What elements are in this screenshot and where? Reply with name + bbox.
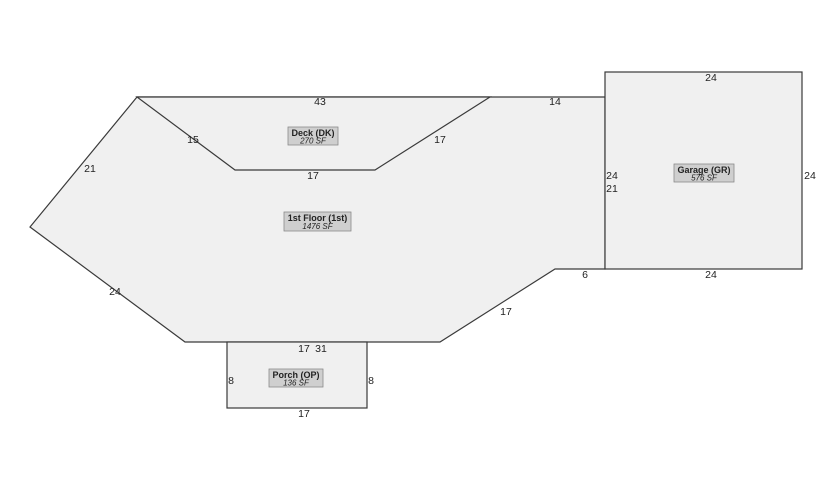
- garage-name: Garage (GR): [677, 165, 730, 175]
- dim-first-lower-right: 17: [500, 306, 512, 318]
- dim-porch-right: 8: [368, 375, 374, 387]
- dim-first-top-right: 14: [549, 96, 561, 108]
- deck-label: Deck (DK) 270 SF: [287, 126, 339, 146]
- dim-deck-left: 15: [187, 134, 199, 146]
- dim-garage-right: 24: [804, 170, 816, 182]
- dim-first-top-left: 43: [314, 96, 326, 108]
- garage-label: Garage (GR) 576 SF: [673, 163, 735, 183]
- dim-porch-bottom: 17: [298, 408, 310, 420]
- dim-first-lower-left: 24: [109, 286, 121, 298]
- dim-first-right-wall: 21: [606, 183, 618, 195]
- dim-first-bottom-right: 31: [315, 343, 327, 355]
- first-floor-sf: 1476 SF: [302, 222, 333, 231]
- porch-sf: 136 SF: [283, 379, 310, 388]
- dim-deck-bottom: 17: [307, 170, 319, 182]
- garage-sf: 576 SF: [691, 174, 718, 183]
- porch-label: Porch (OP) 136 SF: [268, 368, 324, 388]
- dim-garage-bottom: 24: [705, 269, 717, 281]
- dim-garage-left: 24: [606, 170, 618, 182]
- dim-first-right-step: 6: [582, 269, 588, 281]
- deck-sf: 270 SF: [299, 137, 327, 146]
- dim-porch-left: 8: [228, 375, 234, 387]
- dim-first-bottom-left: 17: [298, 343, 310, 355]
- porch-name: Porch (OP): [272, 370, 319, 380]
- deck-name: Deck (DK): [291, 128, 334, 138]
- dim-first-upper-left: 21: [84, 163, 96, 175]
- dim-deck-right: 17: [434, 134, 446, 146]
- first-floor-name: 1st Floor (1st): [288, 213, 348, 223]
- first-floor-label: 1st Floor (1st) 1476 SF: [283, 211, 352, 232]
- dim-garage-top: 24: [705, 72, 717, 84]
